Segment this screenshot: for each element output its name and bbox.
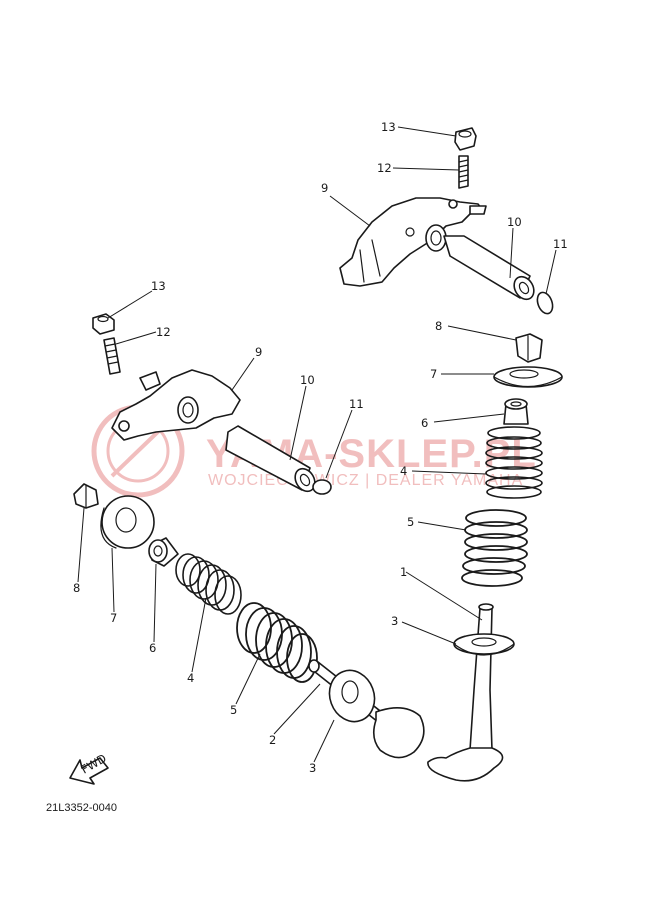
adjusting-screw-upper[interactable] (458, 155, 469, 189)
callout-4-left: 4 (187, 671, 194, 685)
o-ring-left[interactable] (312, 479, 332, 495)
rocker-shaft-left[interactable] (225, 425, 319, 495)
callout-11-upper: 11 (553, 237, 568, 251)
valve-right[interactable] (427, 603, 515, 782)
callout-12-upper: 12 (377, 161, 392, 175)
callout-7-right: 7 (430, 367, 437, 381)
forward-direction-arrow: FWD (69, 751, 109, 785)
callout-6-left: 6 (149, 641, 156, 655)
callout-9-left: 9 (255, 345, 262, 359)
adjusting-screw-left[interactable] (103, 337, 121, 375)
inner-spring-left[interactable] (175, 553, 242, 615)
callout-12-left: 12 (156, 325, 171, 339)
callout-6-right: 6 (421, 416, 428, 430)
valve-cotter-right[interactable] (515, 333, 543, 363)
valve-left[interactable] (308, 659, 425, 759)
callout-3-left: 3 (309, 761, 316, 775)
rocker-arm-upper[interactable] (339, 197, 487, 287)
callout-2: 2 (269, 733, 276, 747)
valve-stem-seal-right[interactable] (503, 398, 529, 425)
callout-10-upper: 10 (507, 215, 522, 229)
callout-13-upper: 13 (381, 120, 396, 134)
valve-stem-seal-left[interactable] (148, 537, 179, 567)
callout-11-left: 11 (349, 397, 364, 411)
callout-10-left: 10 (300, 373, 315, 387)
valve-cotter-left[interactable] (73, 483, 99, 509)
callout-numbers: 13 12 9 10 11 8 7 6 4 5 1 3 13 12 9 10 1… (73, 120, 568, 775)
spring-retainer-left[interactable] (100, 495, 155, 549)
inner-spring-right[interactable] (485, 426, 543, 499)
o-ring-upper[interactable] (535, 290, 556, 315)
nut-upper[interactable] (454, 127, 477, 151)
callout-8-right: 8 (435, 319, 442, 333)
watermark-subtitle: WOJCIECHOWICZ | DEALER YAMAHA (208, 472, 523, 489)
outer-spring-right[interactable] (461, 509, 528, 587)
callout-9-upper: 9 (321, 181, 328, 195)
drawing-code: 21L3352-0040 (46, 802, 117, 814)
spring-retainer-right[interactable] (493, 366, 563, 388)
callout-7-left: 7 (110, 611, 117, 625)
callout-1: 1 (400, 565, 407, 579)
callout-3-right: 3 (391, 614, 398, 628)
rocker-shaft-upper[interactable] (443, 235, 538, 303)
callout-5-left: 5 (230, 703, 237, 717)
callout-4-right: 4 (400, 464, 407, 478)
callout-8-left: 8 (73, 581, 80, 595)
leader-lines (77, 126, 557, 763)
nut-left[interactable] (92, 313, 115, 335)
outer-spring-left[interactable] (236, 602, 318, 683)
rocker-arm-left[interactable] (111, 369, 241, 441)
callout-13-left: 13 (151, 279, 166, 293)
callout-5-right: 5 (407, 515, 414, 529)
